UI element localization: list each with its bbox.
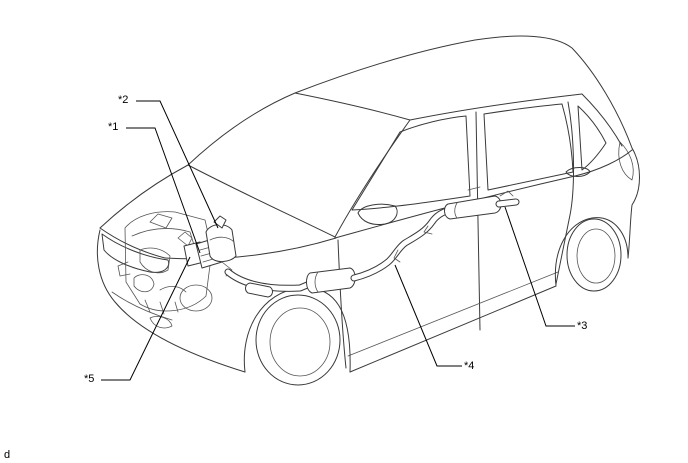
callout-label-1: *1 [108, 121, 119, 133]
engine-flywheel [179, 284, 213, 312]
figure-label: d [4, 449, 11, 461]
oxygen-sensor [213, 215, 227, 229]
front-grille-line [111, 291, 173, 321]
front-door-handle [467, 186, 481, 191]
rear-wheel-rim [576, 228, 616, 284]
front-tire [255, 294, 341, 386]
tail-muffler-seam [454, 202, 458, 219]
tail-exhaust-muffler [444, 195, 502, 220]
b-pillar-line [475, 111, 481, 331]
engine-detail-line [117, 261, 131, 277]
leader-line-2 [136, 100, 219, 229]
roof-outline [187, 35, 633, 166]
windshield-top-edge [294, 92, 411, 121]
tailpipe-bracket [499, 190, 514, 197]
fog-lamp [149, 316, 173, 329]
leader-line-4 [394, 264, 462, 367]
exhaust-system [224, 190, 520, 298]
front-pipe-catalyst [245, 282, 273, 298]
hood-far-edge [99, 164, 189, 229]
leader-line-5 [101, 256, 191, 381]
roof-side-edge [409, 93, 583, 121]
engine-detail-line [159, 286, 187, 293]
rear-tire [566, 218, 622, 292]
front-wheel-rim [269, 307, 331, 377]
engine [117, 211, 213, 315]
engine-block-outline [124, 211, 213, 312]
rear-quarter-window [577, 105, 607, 171]
callout-label-4: *4 [464, 360, 475, 372]
rear-door-rear-edge [555, 101, 575, 285]
hood-front-edge [99, 227, 166, 259]
pipe-hanger [423, 225, 433, 235]
car-body [96, 35, 640, 386]
callout-label-2: *2 [118, 94, 129, 106]
engine-detail-line [149, 213, 173, 229]
rear-tail-lamp [618, 141, 634, 181]
leader-line-1 [126, 127, 201, 254]
front-bumper [96, 229, 246, 373]
callout-label-5: *5 [84, 373, 95, 385]
rear-wheel-arch [554, 217, 629, 287]
pipe-hanger [393, 249, 401, 263]
engine-detail-line [144, 299, 179, 315]
rear-hatch-outline [627, 147, 640, 259]
headlight [101, 233, 170, 273]
front-exhaust-pipe-inner [225, 269, 315, 291]
rear-door-window [483, 103, 574, 191]
engine-pulley [133, 274, 155, 293]
belt-line [334, 149, 633, 239]
a-pillar [334, 119, 411, 238]
side-mirror [357, 203, 398, 225]
engine-cover-line [131, 228, 199, 259]
c-pillar [581, 93, 623, 147]
center-exhaust-pipe-inner [351, 207, 453, 281]
engine-detail-line [177, 231, 193, 247]
windshield-cowl [187, 164, 336, 238]
callout-label-3: *3 [577, 320, 588, 332]
center-muffler [306, 267, 356, 294]
rocker-panel [349, 285, 557, 373]
center-muffler-seam [314, 271, 319, 293]
front-door-window [351, 115, 471, 211]
tailpipe-inner [496, 199, 519, 207]
rear-door-handle [565, 167, 591, 177]
converter-heat-shield-line [209, 236, 235, 243]
manifold-converter [205, 224, 237, 263]
lower-body-line [347, 271, 559, 357]
leader-line-3 [504, 206, 575, 327]
engine-detail-line [139, 247, 171, 274]
callout-leaders [101, 100, 575, 381]
front-door-front-edge [337, 239, 347, 369]
